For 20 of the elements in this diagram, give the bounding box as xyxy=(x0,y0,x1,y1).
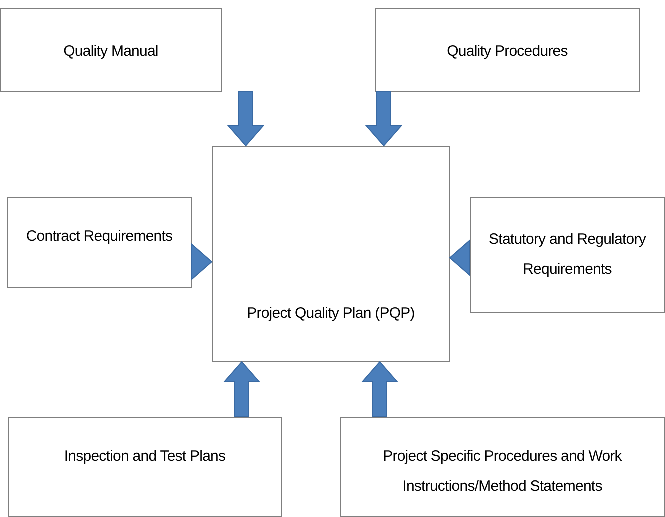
process-box xyxy=(0,8,222,92)
box-label: Project Quality Plan (PQP) xyxy=(247,304,415,324)
block-arrow xyxy=(365,92,403,147)
process-box xyxy=(470,197,665,313)
box-label: Contract Requirements xyxy=(26,227,173,247)
process-box xyxy=(7,197,192,288)
process-box xyxy=(375,8,640,92)
process-box xyxy=(212,146,450,362)
box-label: Inspection and Test Plans xyxy=(64,447,226,467)
box-label: Project Specific Procedures and Work Instructions/Method Statements xyxy=(382,447,624,497)
box-label: Statutory and Regulatory Requirements xyxy=(488,230,648,280)
block-arrow xyxy=(361,361,399,418)
block-arrow xyxy=(227,92,265,147)
block-arrow xyxy=(449,239,470,277)
process-box xyxy=(340,417,665,517)
process-box xyxy=(8,417,282,517)
box-label: Quality Procedures xyxy=(447,42,568,62)
block-arrow xyxy=(192,243,213,281)
block-arrow xyxy=(223,361,261,418)
box-label: Quality Manual xyxy=(64,42,158,62)
